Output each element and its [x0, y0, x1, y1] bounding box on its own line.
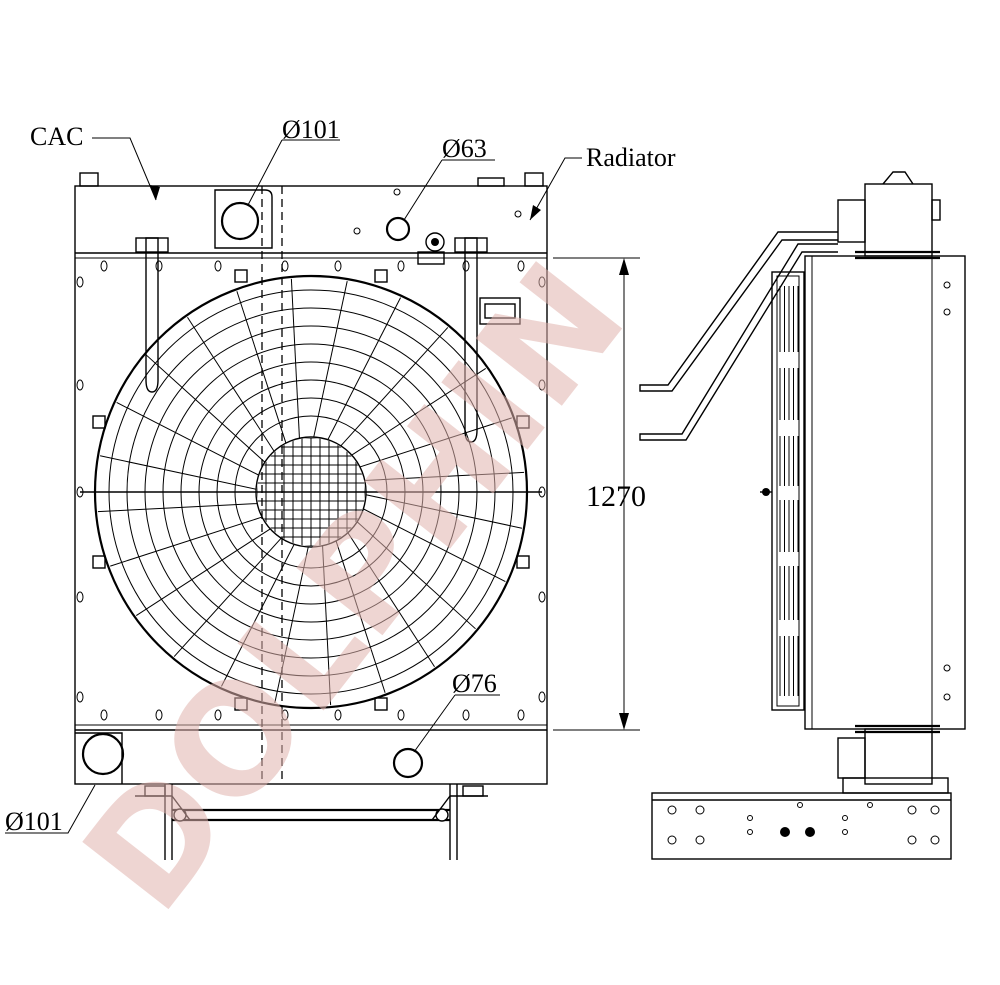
side-view [639, 171, 966, 860]
cac-label: CAC [30, 122, 83, 151]
front-frame [74, 185, 548, 785]
mounting-bracket [135, 784, 488, 860]
height-dimension [553, 257, 640, 731]
radiator-label: Radiator [586, 143, 676, 172]
top-inlet-port [220, 201, 260, 241]
bottom-port [392, 747, 424, 779]
dolphin-watermark: DOLPHIN [51, 233, 659, 943]
bottom-left-outlet-label: Ø101 [5, 807, 63, 836]
top-small-port-label: Ø63 [442, 134, 487, 163]
bolt-pattern [76, 260, 546, 721]
leader-lines [5, 137, 582, 834]
bottom-port-label: Ø76 [452, 669, 497, 698]
top-small-port [385, 216, 411, 242]
bottom-left-outlet [81, 732, 125, 776]
height-dimension-label: 1270 [586, 480, 646, 513]
top-inlet-diameter-label: Ø101 [282, 115, 340, 144]
